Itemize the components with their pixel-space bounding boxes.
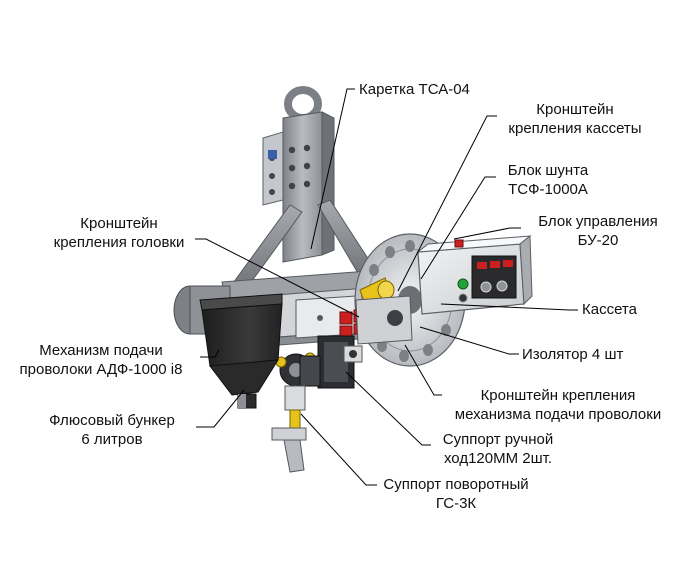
label-rotary-support: Суппорт поворотный ГС-3К: [383, 476, 529, 512]
flux-hopper: [199, 293, 283, 409]
feed-mechanism-bracket: [355, 295, 413, 345]
rotary-support: [271, 385, 307, 473]
label-cassette: Кассета: [582, 301, 637, 318]
label-feed-mechanism: Механизм подачи проволоки АДФ-1000 i8: [19, 342, 183, 378]
label-shunt-block: Блок шунта ТСФ-1000А: [507, 162, 589, 198]
wire-feed-mechanism: [275, 352, 321, 387]
label-carriage: Каретка ТСА-04: [359, 81, 470, 98]
leader-lines: [195, 88, 578, 486]
label-insulator: Изолятор 4 шт: [522, 346, 624, 363]
control-block: [416, 234, 533, 315]
label-cassette-bracket: Кронштейн крепления кассеты: [508, 101, 642, 137]
label-control-block: Блок управления БУ-20: [538, 213, 658, 249]
label-feed-mech-bracket: Кронштейн крепления механизма подачи про…: [454, 387, 662, 423]
label-flux-hopper: Флюсовый бункер 6 литров: [49, 412, 175, 448]
label-head-bracket: Кронштейн крепления головки: [53, 215, 185, 251]
manual-support-slides: [317, 335, 363, 389]
label-manual-support: Суппорт ручной ход120ММ 2шт.: [442, 431, 554, 467]
